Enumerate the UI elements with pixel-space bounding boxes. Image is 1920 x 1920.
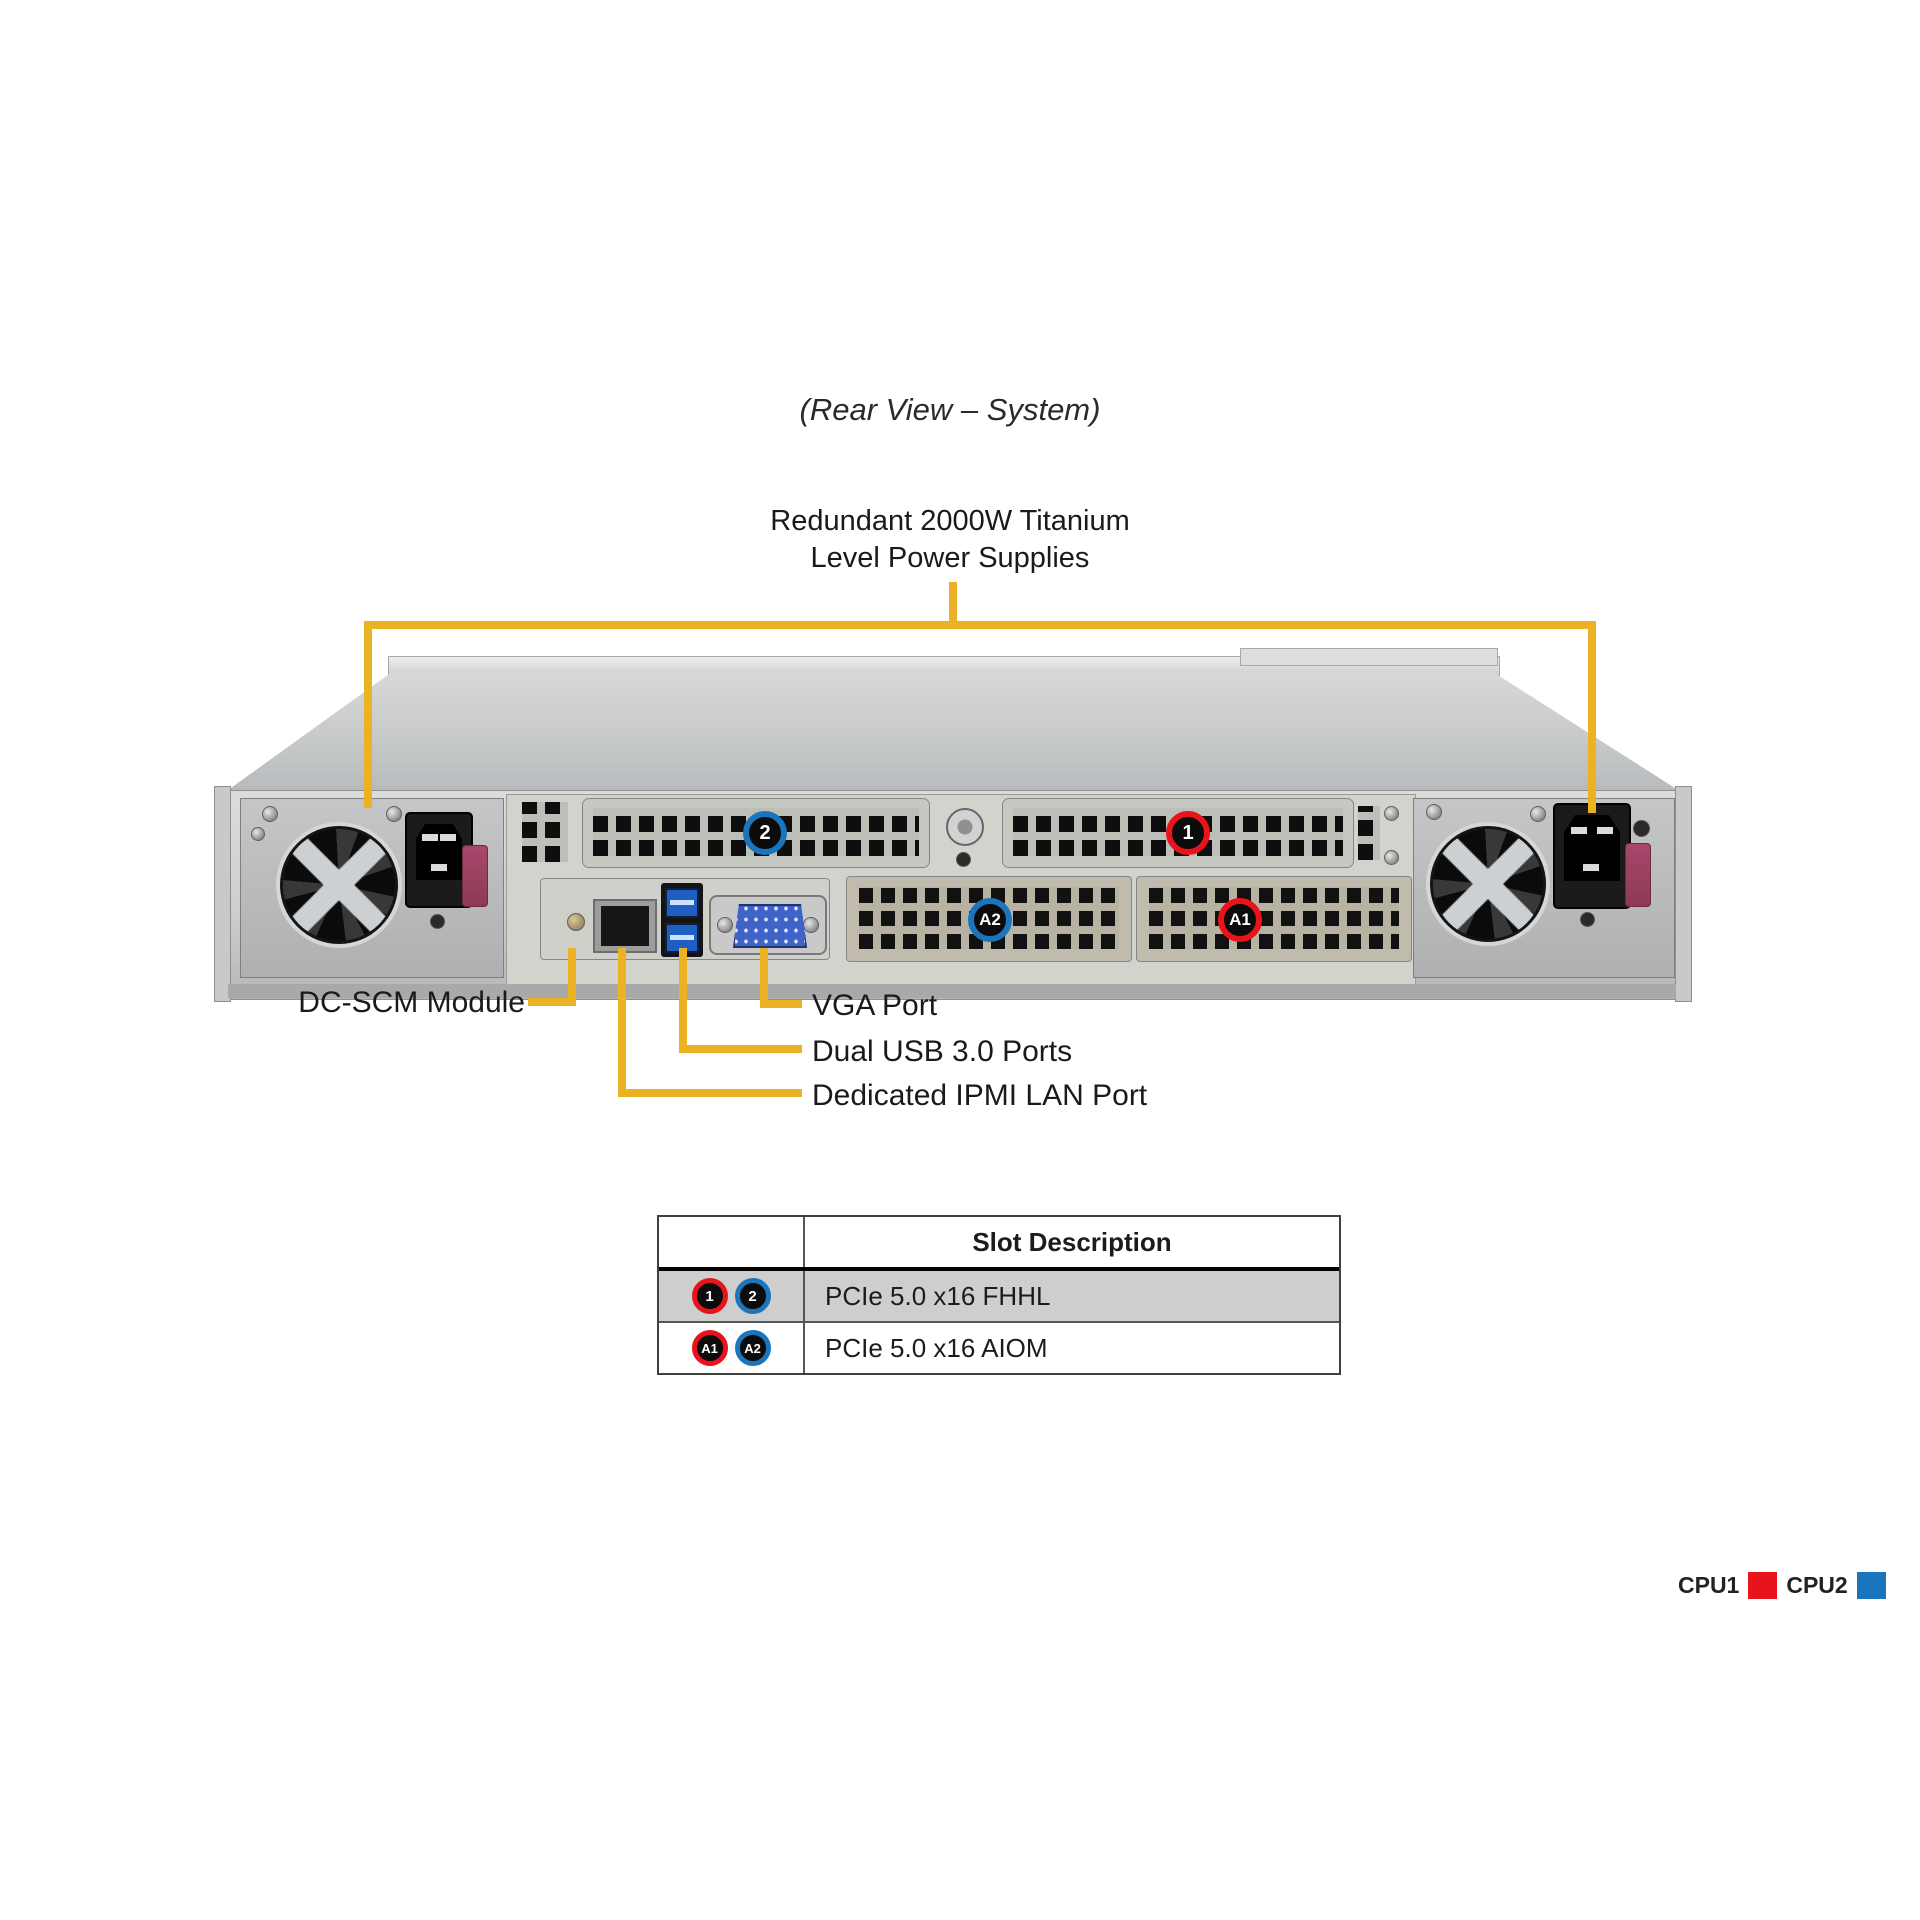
center-bracket-hole: [956, 852, 971, 867]
psu-callout-horizontal-line: [364, 621, 1596, 629]
legend-cpu2-label: CPU2: [1786, 1572, 1848, 1598]
table-row-fhhl: 1 2 PCIe 5.0 x16 FHHL: [659, 1271, 1339, 1321]
screw-icon: [1530, 806, 1546, 822]
slot-1-badge: 1: [1166, 811, 1210, 855]
vga-port-label: VGA Port: [812, 989, 938, 1022]
aiom-slot-a1-cover: [1136, 876, 1412, 962]
vent-cluster-left: [522, 802, 568, 862]
c14-socket-icon: [1564, 815, 1620, 881]
table-badge-1: 1: [691, 1278, 728, 1314]
psu-right-vent-hole: [1633, 820, 1650, 837]
slot-a2-badge: A2: [968, 898, 1012, 942]
vent-cluster-right: [1358, 806, 1380, 860]
usb-port-top: [665, 888, 699, 918]
usb-callout-line-v: [679, 948, 687, 1053]
psu-callout-left-line: [364, 621, 372, 808]
ipmi-callout-line-h: [618, 1089, 802, 1097]
vga-callout-line-h: [760, 1000, 802, 1008]
legend-cpu1-label: CPU1: [1678, 1572, 1740, 1598]
ipmi-callout-line-v: [618, 948, 626, 1097]
vga-callout-line-v: [760, 948, 768, 1008]
dcscm-module: [540, 878, 830, 960]
slot-2-badge: 2: [743, 811, 787, 855]
rack-ear-right: [1675, 786, 1692, 1002]
legend-cpu1-swatch: [1748, 1572, 1778, 1599]
table-header-separator: [659, 1267, 1339, 1271]
usb-ports: [661, 883, 703, 957]
table-header-row: Slot Description: [659, 1217, 1339, 1267]
dcscm-callout-line-v: [568, 948, 576, 1006]
screw-icon: [262, 806, 278, 822]
chassis-bottom-edge: [228, 984, 1676, 998]
psu-callout-label: Redundant 2000W Titanium Level Power Sup…: [650, 503, 1250, 577]
vga-port-connector: [709, 895, 827, 955]
table-cell-fhhl-description: PCIe 5.0 x16 FHHL: [825, 1280, 1051, 1311]
dcscm-module-label: DC-SCM Module: [298, 986, 525, 1019]
usb-ports-label: Dual USB 3.0 Ports: [812, 1035, 1073, 1068]
dcscm-screw-icon: [567, 913, 585, 931]
table-badge-a1: A1: [691, 1330, 728, 1366]
psu-callout-label-line1: Redundant 2000W Titanium: [770, 505, 1130, 537]
table-header-empty-cell: [659, 1217, 805, 1267]
screw-icon: [1384, 850, 1399, 865]
chassis-top-cover: [228, 672, 1678, 790]
psu-callout-right-line: [1588, 621, 1596, 813]
chassis-top-rim-right: [1240, 648, 1498, 666]
table-badge-a2: A2: [734, 1330, 771, 1366]
aiom-a1-vents: [1149, 887, 1399, 949]
table-row-aiom: A1 A2 PCIe 5.0 x16 AIOM: [659, 1321, 1339, 1373]
psu-left-latch: [462, 845, 488, 907]
vga-db15-icon: [733, 904, 807, 948]
slot-a1-badge: A1: [1218, 898, 1262, 942]
table-cell-aiom-description: PCIe 5.0 x16 AIOM: [825, 1332, 1048, 1363]
slot-description-table: Slot Description 1 2 PCIe 5.0 x16 FHHL A…: [657, 1215, 1341, 1375]
psu-callout-stub-line: [949, 582, 957, 625]
psu-left-screw-hole: [430, 914, 445, 929]
psu-right-ac-inlet: [1553, 803, 1631, 909]
screw-icon: [386, 806, 402, 822]
screw-icon: [1426, 804, 1442, 820]
usb-callout-line-h: [679, 1045, 802, 1053]
psu-right-fan-icon: [1426, 822, 1550, 946]
psu-callout-label-line2: Level Power Supplies: [810, 542, 1090, 574]
screw-icon: [1384, 806, 1399, 821]
dcscm-callout-line-h: [528, 998, 576, 1006]
rack-ear-left: [214, 786, 231, 1002]
screw-icon: [251, 827, 265, 841]
table-header-slot-description: Slot Description: [972, 1226, 1172, 1257]
table-badge-2: 2: [734, 1278, 771, 1314]
ipmi-lan-port: [593, 899, 657, 953]
psu-right-screw-hole: [1580, 912, 1595, 927]
psu-right-latch: [1625, 843, 1651, 907]
legend-cpu2-swatch: [1856, 1572, 1886, 1599]
psu-left-fan-icon: [276, 822, 402, 948]
cpu-color-legend: CPU1 CPU2: [1678, 1572, 1886, 1599]
ipmi-lan-port-label: Dedicated IPMI LAN Port: [812, 1079, 1148, 1112]
c14-socket-icon: [416, 824, 462, 880]
diagram-title: (Rear View – System): [799, 392, 1101, 427]
thumbscrew-icon: [946, 808, 984, 846]
